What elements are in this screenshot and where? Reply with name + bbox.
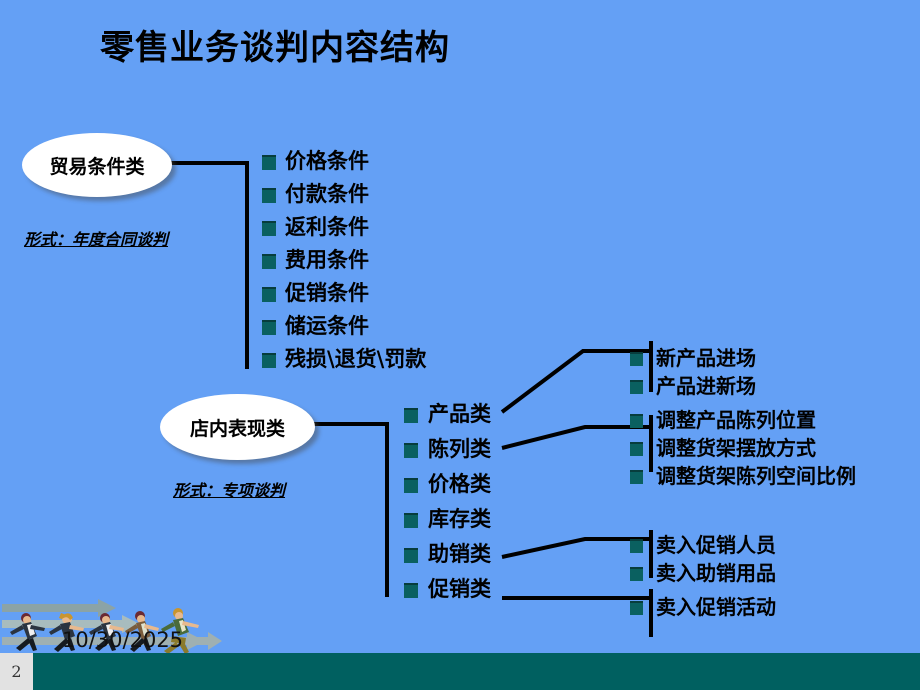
promotion-details-list: 卖入促销活动 — [630, 593, 776, 621]
square-bullet-icon — [262, 287, 276, 302]
square-bullet-icon — [262, 188, 276, 203]
square-bullet-icon — [630, 470, 643, 484]
list-item-label: 促销类 — [428, 576, 491, 601]
square-bullet-icon — [262, 155, 276, 170]
list-item-label: 库存类 — [428, 506, 491, 531]
list-item[interactable]: 调整货架陈列空间比例 — [630, 462, 856, 490]
list-item[interactable]: 促销条件 — [262, 278, 426, 311]
square-bullet-icon — [630, 380, 643, 394]
node-trade-conditions-label: 贸易条件类 — [49, 155, 145, 178]
list-item[interactable]: 返利条件 — [262, 212, 426, 245]
list-item-label: 价格条件 — [285, 148, 369, 173]
square-bullet-icon — [262, 353, 276, 368]
list-item[interactable]: 产品类 — [404, 398, 491, 433]
square-bullet-icon — [404, 443, 418, 458]
trade-form-note: 形式：年度合同谈判 — [24, 230, 169, 249]
list-item-label: 残损\退货\罚款 — [285, 346, 427, 371]
list-item-label: 调整货架陈列空间比例 — [656, 464, 856, 488]
list-item[interactable]: 价格条件 — [262, 146, 426, 179]
list-item-label: 返利条件 — [285, 214, 369, 239]
list-item[interactable]: 费用条件 — [262, 245, 426, 278]
list-item[interactable]: 助销类 — [404, 538, 491, 573]
list-item[interactable]: 陈列类 — [404, 433, 491, 468]
node-instore-performance[interactable]: 店内表现类 — [160, 394, 315, 460]
product-details-list: 新产品进场 产品进新场 — [630, 344, 756, 400]
list-item[interactable]: 卖入促销活动 — [630, 593, 776, 621]
instore-form-note: 形式：专项谈判 — [173, 481, 286, 500]
square-bullet-icon — [404, 408, 418, 423]
list-item-label: 促销条件 — [285, 280, 369, 305]
list-item[interactable]: 付款条件 — [262, 179, 426, 212]
list-item[interactable]: 库存类 — [404, 503, 491, 538]
list-item[interactable]: 卖入促销人员 — [630, 531, 776, 559]
list-item-label: 储运条件 — [285, 313, 369, 338]
list-item-label: 调整产品陈列位置 — [656, 408, 816, 432]
list-item[interactable]: 储运条件 — [262, 311, 426, 344]
list-item-label: 卖入助销用品 — [656, 561, 776, 585]
list-item[interactable]: 促销类 — [404, 573, 491, 608]
list-item-label: 产品类 — [428, 401, 491, 426]
page-number: 2 — [0, 653, 33, 690]
square-bullet-icon — [262, 221, 276, 236]
list-item-label: 费用条件 — [285, 247, 369, 272]
list-item[interactable]: 卖入助销用品 — [630, 559, 776, 587]
square-bullet-icon — [630, 352, 643, 366]
list-item-label: 助销类 — [428, 541, 491, 566]
display-details-list: 调整产品陈列位置 调整货架摆放方式 调整货架陈列空间比例 — [630, 406, 856, 490]
list-item-label: 付款条件 — [285, 181, 369, 206]
node-trade-conditions[interactable]: 贸易条件类 — [22, 133, 172, 197]
square-bullet-icon — [630, 601, 643, 615]
square-bullet-icon — [404, 513, 418, 528]
footer-bar — [0, 653, 920, 690]
square-bullet-icon — [630, 442, 643, 456]
list-item-label: 卖入促销人员 — [656, 533, 776, 557]
date-stamp: 10/30/2025 — [62, 628, 184, 652]
list-item[interactable]: 产品进新场 — [630, 372, 756, 400]
list-item-label: 新产品进场 — [656, 346, 756, 370]
list-item-label: 陈列类 — [428, 436, 491, 461]
square-bullet-icon — [630, 414, 643, 428]
list-item[interactable]: 价格类 — [404, 468, 491, 503]
square-bullet-icon — [404, 478, 418, 493]
merchandising-details-list: 卖入促销人员 卖入助销用品 — [630, 531, 776, 587]
list-item[interactable]: 新产品进场 — [630, 344, 756, 372]
list-item[interactable]: 调整货架摆放方式 — [630, 434, 856, 462]
square-bullet-icon — [404, 583, 418, 598]
square-bullet-icon — [630, 539, 643, 553]
list-item[interactable]: 残损\退货\罚款 — [262, 344, 426, 377]
list-item-label: 价格类 — [428, 471, 491, 496]
square-bullet-icon — [404, 548, 418, 563]
list-item-label: 调整货架摆放方式 — [656, 436, 816, 460]
trade-conditions-list: 价格条件 付款条件 返利条件 费用条件 促销条件 储运条件 残损\退货\罚款 — [262, 146, 426, 377]
node-instore-performance-label: 店内表现类 — [189, 417, 285, 440]
instore-categories-list: 产品类 陈列类 价格类 库存类 助销类 促销类 — [404, 398, 491, 608]
square-bullet-icon — [262, 320, 276, 335]
square-bullet-icon — [630, 567, 643, 581]
page-title: 零售业务谈判内容结构 — [100, 28, 450, 68]
running-people-clipart — [2, 599, 222, 654]
list-item[interactable]: 调整产品陈列位置 — [630, 406, 856, 434]
list-item-label: 产品进新场 — [656, 374, 756, 398]
square-bullet-icon — [262, 254, 276, 269]
list-item-label: 卖入促销活动 — [656, 595, 776, 619]
